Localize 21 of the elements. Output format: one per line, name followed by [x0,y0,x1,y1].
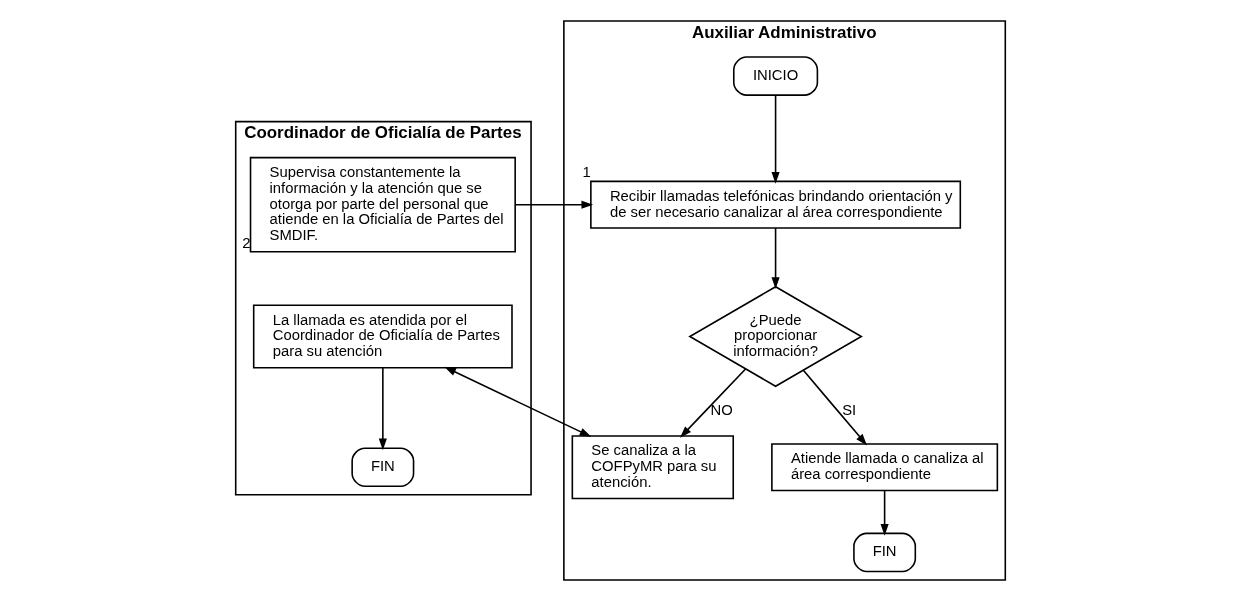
node-box: INICIO [732,56,819,96]
arrow [771,94,780,184]
arrow [880,489,889,536]
node-label: 2 [242,234,251,251]
arrow [444,366,592,437]
arrow [378,367,387,451]
arrow [771,227,780,289]
node-box: Supervisa constantemente la información y la atención que se otorga por parte del personal que atiende en la Oficialía de Partes del SMDIF. [249,156,516,253]
edge-label: SI [842,402,857,419]
node-box: FIN [351,447,415,488]
node-box: FIN [853,532,917,573]
arrow [680,368,747,438]
node-label: 1 [582,164,591,181]
arrow [802,369,867,446]
node-box: Se canaliza a la COFPyMR para su atención. [571,435,735,500]
node-box: Atiende llamada o canaliza al área correspondiente [771,443,999,492]
node-box: La llamada es atendida por el Coordinador de Oficialía de Partes para su atención [252,304,513,369]
node-box: Recibir llamadas telefónicas brindando orientación y de ser necesario canalizar al área correspondiente [590,180,962,229]
arrow [514,200,594,209]
node-diamond: ¿Puede proporcionar información? [688,285,863,388]
edge-label: NO [710,402,733,419]
